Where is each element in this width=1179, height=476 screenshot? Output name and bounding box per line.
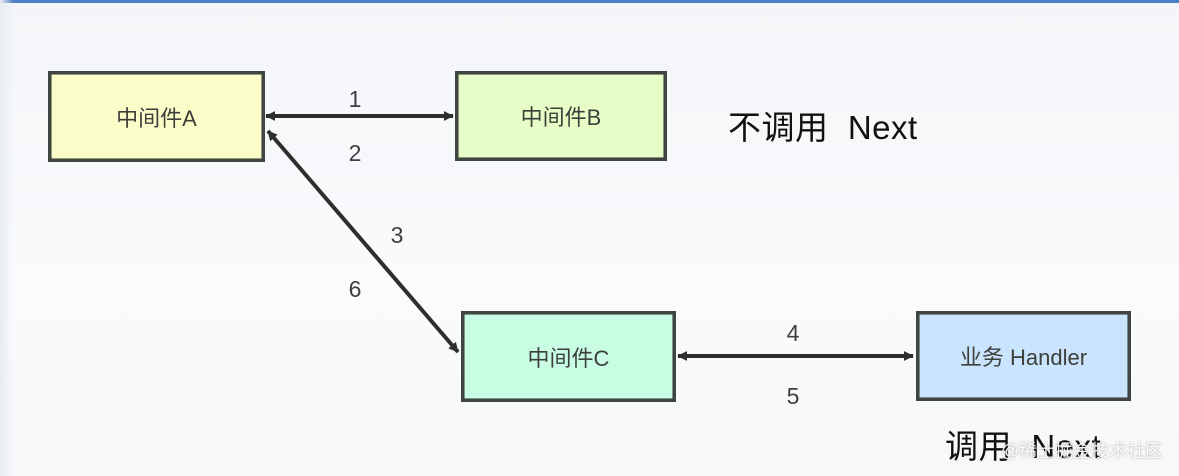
arrow-a-c (266, 129, 460, 354)
edge-label-3: 3 (390, 222, 404, 248)
node-business-handler: 业务 Handler (916, 311, 1131, 401)
annotation-no-next: 不调用 Next (728, 109, 918, 146)
node-middleware-b: 中间件B (455, 71, 667, 161)
edge-label-1: 1 (348, 86, 362, 112)
node-middleware-a: 中间件A (48, 71, 265, 162)
watermark: @稀土掘金技术社区 (1000, 441, 1163, 461)
edge-label-4: 4 (786, 320, 800, 346)
node-middleware-c-label: 中间件C (527, 345, 610, 371)
annotation-call-next: 调用 Next (945, 428, 1102, 465)
left-edge-shade (0, 0, 14, 476)
node-middleware-c: 中间件C (461, 311, 676, 402)
edge-label-2: 2 (348, 140, 362, 166)
node-middleware-b-label: 中间件B (520, 105, 602, 130)
node-middleware-a-label: 中间件A (116, 105, 197, 131)
node-business-handler-label: 业务 Handler (959, 345, 1088, 370)
edge-label-5: 5 (786, 383, 800, 409)
edge-label-6: 6 (348, 276, 362, 302)
top-border (0, 0, 1179, 3)
